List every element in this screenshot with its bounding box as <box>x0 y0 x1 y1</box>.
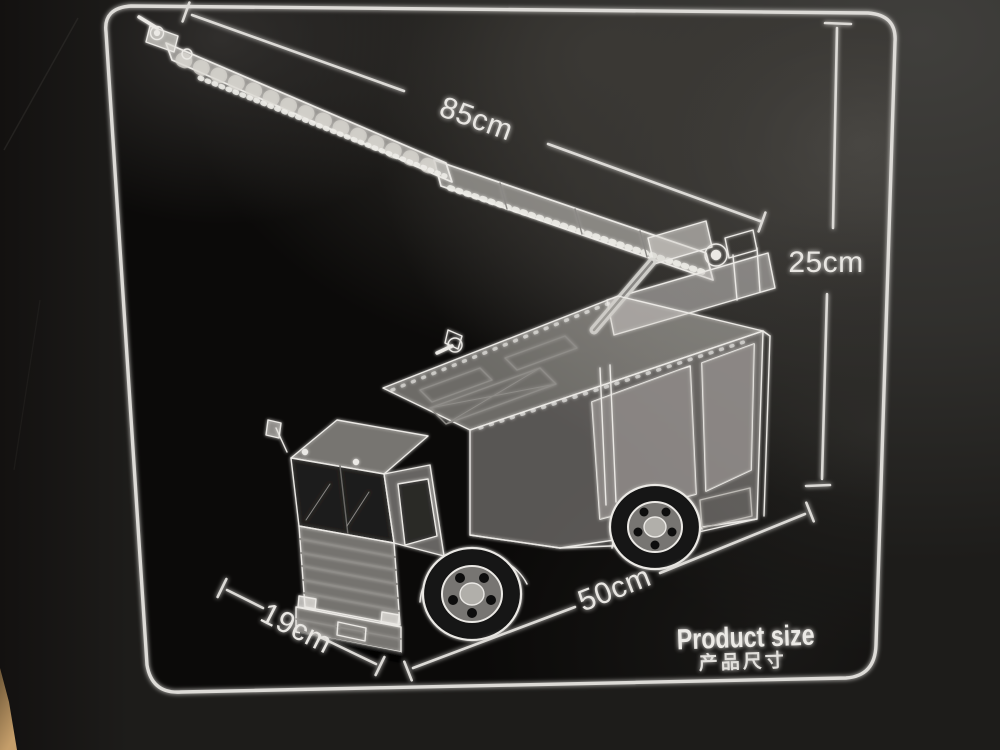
dimension-line-height <box>804 21 853 488</box>
truck-body <box>300 295 771 663</box>
box-crease <box>3 17 79 151</box>
product-size-title: Product size <box>676 618 815 656</box>
mirror <box>265 419 282 439</box>
stud-row <box>390 300 614 392</box>
rear-wheel <box>608 483 702 571</box>
box-crease <box>13 299 41 471</box>
dimension-lines <box>181 1 853 682</box>
front-wheel <box>421 546 523 642</box>
height-label: 25cm <box>788 246 863 279</box>
dimension-line-length <box>402 501 816 682</box>
deck-gun <box>435 329 463 355</box>
cardboard-edge <box>0 668 17 750</box>
license-plate <box>336 621 367 642</box>
fire-truck-illustration <box>137 15 776 663</box>
truck-cab <box>265 419 445 653</box>
ladder-rungs <box>175 52 451 180</box>
stud-row <box>478 338 752 430</box>
water-cannon <box>137 15 193 60</box>
rack-teeth <box>197 75 448 179</box>
door-window <box>397 478 438 546</box>
panel-border <box>104 4 897 694</box>
dimension-line-width <box>216 577 386 677</box>
dimension-line-boom <box>181 1 767 233</box>
product-size-title-chinese: 产品尺寸 <box>698 648 787 674</box>
aerial-boom <box>137 15 714 281</box>
